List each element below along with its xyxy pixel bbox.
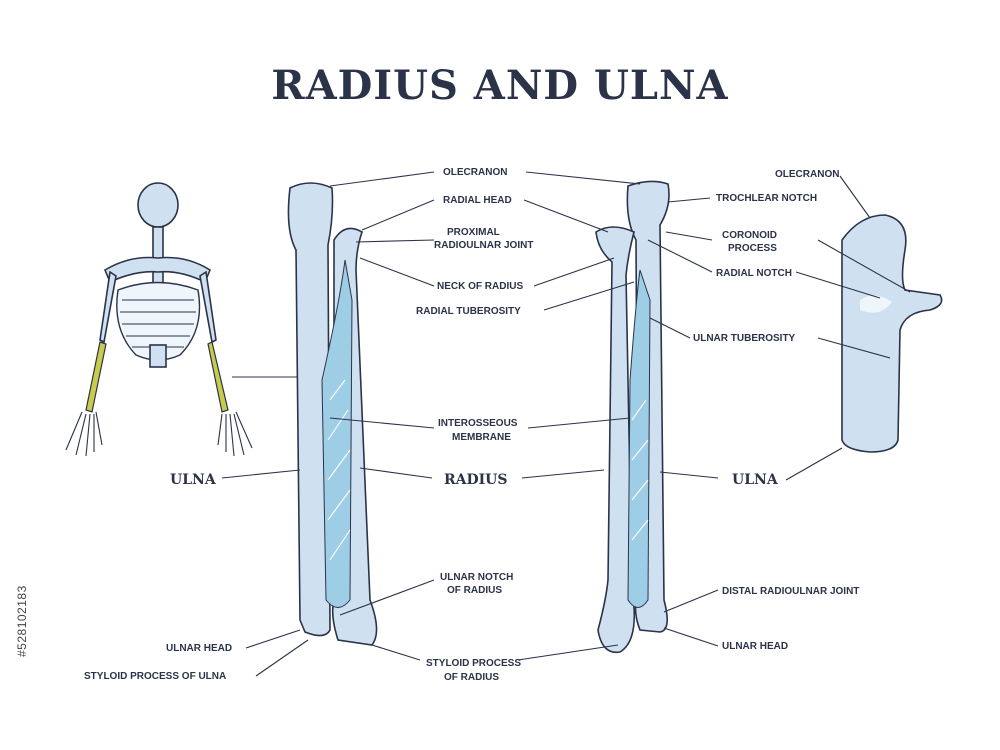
- label-ulnar-tuberosity: ULNAR TUBEROSITY: [693, 333, 796, 344]
- label-radial-head: RADIAL HEAD: [443, 195, 512, 206]
- leader-lines: [221, 171, 911, 677]
- label-trochlear-notch: TROCHLEAR NOTCH: [716, 193, 817, 204]
- label-coronoid-2: PROCESS: [728, 243, 777, 254]
- label-neck-of-radius: NECK OF RADIUS: [437, 281, 523, 292]
- image-id-vertical: #528102183: [12, 520, 29, 660]
- image-id-text: #528102183: [15, 585, 29, 657]
- label-radial-tuberosity: RADIAL TUBEROSITY: [416, 306, 521, 317]
- label-styloid-ulna: STYLOID PROCESS OF ULNA: [84, 671, 226, 682]
- label-ulnar-head-left: ULNAR HEAD: [166, 643, 232, 654]
- label-ulnar-notch-2: OF RADIUS: [447, 585, 502, 596]
- middle-forearm-bones: [595, 180, 670, 654]
- label-interosseous-2: MEMBRANE: [452, 432, 511, 443]
- label-olecranon-right: OLECRANON: [775, 169, 839, 180]
- label-ulna-right: ULNA: [732, 472, 779, 488]
- skeleton-figure: [65, 182, 253, 457]
- page-title: RADIUS AND ULNA: [271, 62, 729, 109]
- label-styloid-radius-2: OF RADIUS: [444, 672, 499, 683]
- label-styloid-radius-1: STYLOID PROCESS: [426, 658, 521, 669]
- label-ulna-left: ULNA: [170, 472, 217, 488]
- label-proximal-1: PROXIMAL: [447, 227, 500, 238]
- label-radius: RADIUS: [444, 472, 508, 488]
- label-interosseous-1: INTEROSSEOUS: [438, 418, 518, 429]
- label-ulnar-notch-1: ULNAR NOTCH: [440, 572, 513, 583]
- label-distal-joint: DISTAL RADIOULNAR JOINT: [722, 586, 859, 597]
- ulna-detail-bone: [841, 214, 943, 453]
- label-coronoid-1: CORONOID: [722, 230, 777, 241]
- label-olecranon-mid: OLECRANON: [443, 167, 507, 178]
- left-forearm-bones: [287, 182, 378, 646]
- label-radial-notch: RADIAL NOTCH: [716, 268, 792, 279]
- label-ulnar-head-right: ULNAR HEAD: [722, 641, 788, 652]
- label-proximal-2: RADIOULNAR JOINT: [434, 240, 533, 251]
